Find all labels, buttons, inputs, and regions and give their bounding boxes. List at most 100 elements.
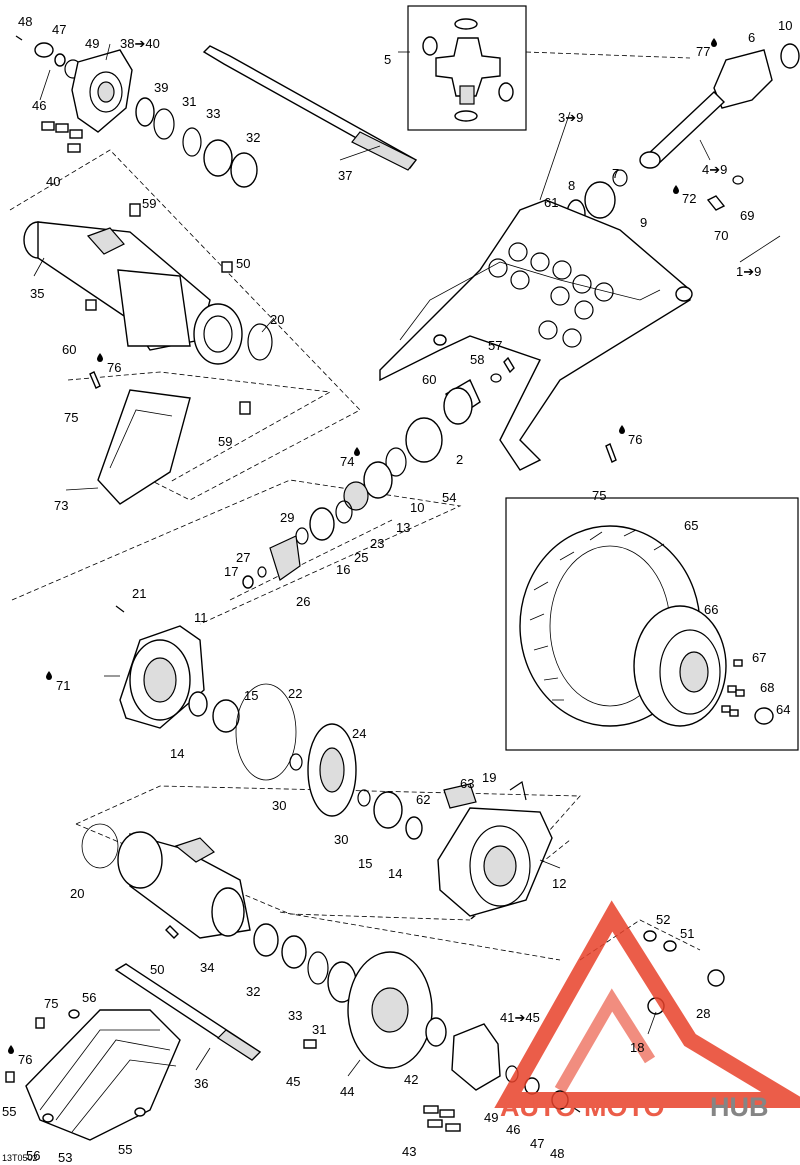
housing-cover-11 [115,605,303,781]
callout-label: 7 [612,166,619,181]
callout-label: 75 [64,410,78,425]
wheel-and-tire [519,525,774,727]
callout-label: 51 [680,926,694,941]
callout-label: 55 [118,1142,132,1157]
oil-drop-icon [354,447,360,456]
callout-label: 8 [568,178,575,193]
leader-lines [33,43,781,1077]
callout-label: 44 [340,1084,354,1099]
callout-label: 56 [82,990,96,1005]
callout-label: 48 [18,14,32,29]
oil-drop-icon [97,353,103,362]
oil-drop-icon [46,671,52,680]
callout-label: 50 [236,256,250,271]
bracket-73 [97,389,191,505]
callout-label: 6 [748,30,755,45]
callout-label: 70 [714,228,728,243]
callout-label: 47 [530,1136,544,1151]
callout-label: 32 [246,130,260,145]
callout-label: 71 [56,678,70,693]
callout-label: 58 [470,352,484,367]
callout-label: 29 [280,510,294,525]
callout-label: 15 [244,688,258,703]
callout-label: 15 [358,856,372,871]
callout-label: 75 [44,996,58,1011]
callout-label: 27 [236,550,250,565]
callout-label: 12 [552,876,566,891]
callout-label: 52 [656,912,670,927]
callout-label: 53 [58,1150,72,1165]
callout-label: 30 [334,832,348,847]
callout-label: 69 [740,208,754,223]
skid-plate-53 [5,1009,181,1141]
callout-label: 61 [544,195,558,210]
callout-label: 36 [194,1076,208,1091]
oil-drop-icon [711,38,717,47]
axle-housing-35 [23,203,273,505]
callout-label: 28 [696,1006,710,1021]
watermark-triangle-logo [494,900,800,1108]
callout-label: 77 [696,44,710,59]
callout-label: 21 [132,586,146,601]
callout-label: 26 [296,594,310,609]
oil-drop-icon [619,425,625,434]
callout-label: 63 [460,776,474,791]
callout-label: 9 [640,215,647,230]
callout-label: 65 [684,518,698,533]
watermark-hub: HUB [710,1092,769,1122]
callout-label: 23 [370,536,384,551]
callout-label: 73 [54,498,68,513]
watermark-moto: MOTO [584,1092,665,1122]
callout-label: 1➔9 [736,264,761,279]
callout-label: 49 [85,36,99,51]
callout-label: 38➔40 [120,36,160,51]
watermark-auto: AUTO [500,1092,576,1122]
callout-label: 20 [70,886,84,901]
callout-label: 35 [30,286,44,301]
callout-label: 39 [154,80,168,95]
callout-label: 2 [456,452,463,467]
drive-shaft-and-swingarm [379,43,800,471]
callout-label: 46 [32,98,46,113]
misc-fasteners [643,930,725,1015]
callout-label: 56 [26,1148,40,1163]
callout-label: 33 [288,1008,302,1023]
pinion-gear-26 [269,535,301,581]
callout-label: 10 [778,18,792,33]
callout-label: 40 [46,174,60,189]
callout-label: 67 [752,650,766,665]
rear-hub-assembly-top [15,35,418,188]
callout-label: 34 [200,960,214,975]
callout-label: 48 [550,1146,564,1161]
wheel-hub-41 [451,1023,501,1091]
callout-label: 64 [776,702,790,717]
callout-label: 42 [404,1072,418,1087]
callout-label: 47 [52,22,66,37]
callout-label: 74 [340,454,354,469]
yoke-6 [713,49,773,109]
callout-label: 60 [62,342,76,357]
callout-label: 72 [682,191,696,206]
flange-ring [193,303,243,365]
callout-label: 68 [760,680,774,695]
callout-label: 76 [628,432,642,447]
callout-label: 59 [218,434,232,449]
oil-drop-icon-group [8,38,717,1054]
callout-label: 66 [704,602,718,617]
callout-label: 4➔9 [702,162,727,177]
callout-label: 5 [384,52,391,67]
callout-label: 46 [506,1122,520,1137]
callout-label: 54 [442,490,456,505]
callout-label: 41➔45 [500,1010,540,1025]
o-ring-22 [235,683,297,781]
callout-label: 31 [182,94,196,109]
axle-housing-group [9,149,361,501]
callout-label: 20 [270,312,284,327]
ring-gear-and-housing [307,723,553,917]
callout-label: 45 [286,1074,300,1089]
callout-label: 31 [312,1022,326,1037]
callout-label: 16 [336,562,350,577]
swing-arm [379,199,691,471]
